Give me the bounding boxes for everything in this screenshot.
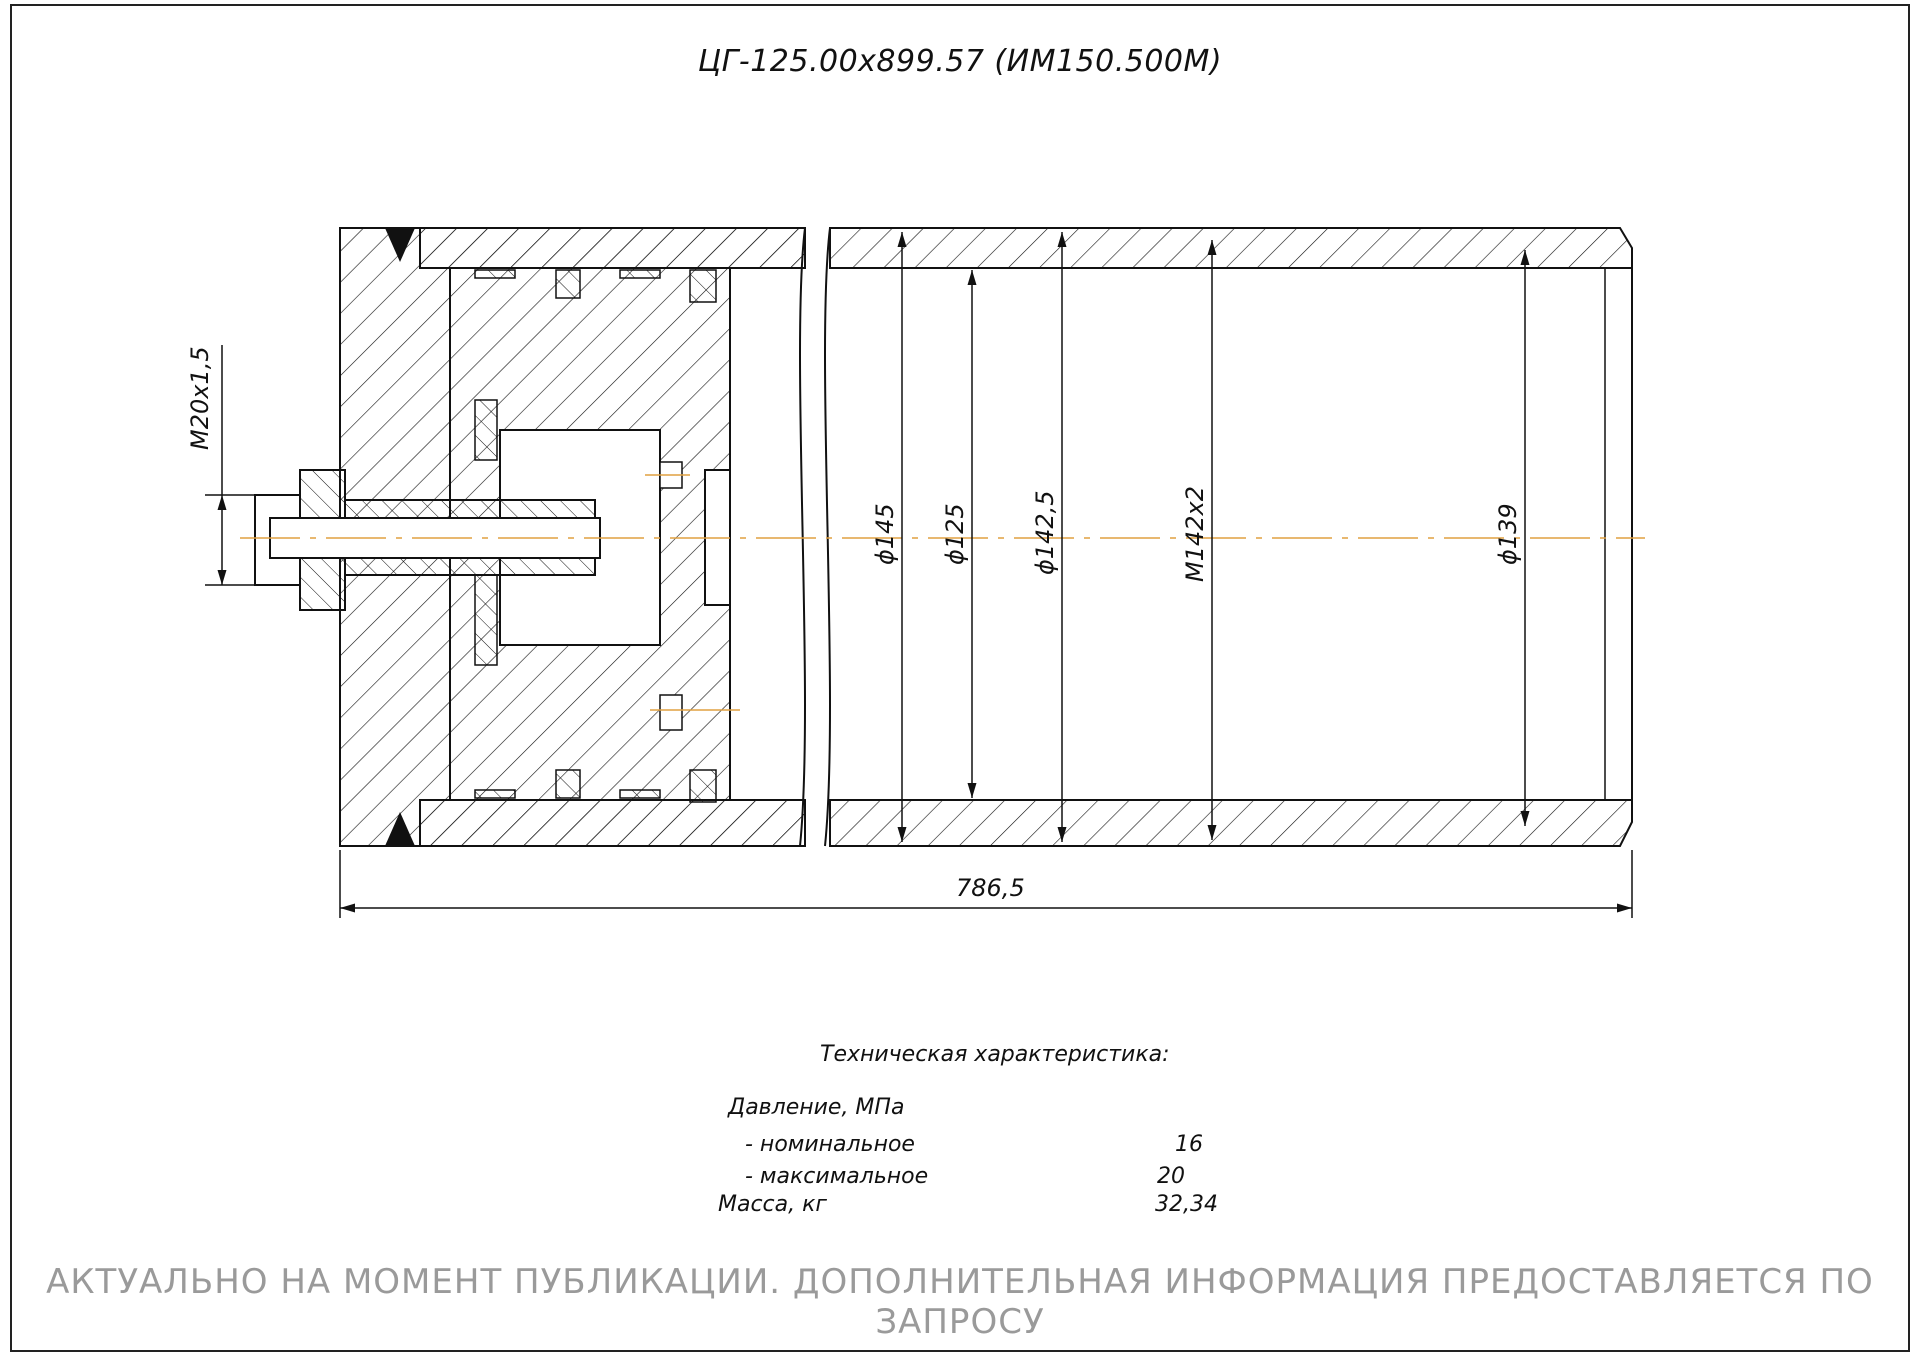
spec-mass-label: Масса, кг [718,1192,827,1217]
spec-nominal-value: 16 [1175,1132,1203,1157]
dim-m142: M142x2 [1181,486,1209,582]
dim-d139: ϕ139 [1494,503,1522,565]
spec-max-value: 20 [1157,1164,1185,1189]
port-thread-dimension [205,345,255,586]
spec-max-label: - максимальное [745,1164,929,1189]
tube-right [829,227,1633,847]
overall-length-dimension [339,850,1633,918]
publication-notice: АКТУАЛЬНО НА МОМЕНТ ПУБЛИКАЦИИ. ДОПОЛНИТ… [46,1262,1874,1342]
dim-overall-length: 786,5 [956,874,1025,902]
spec-heading: Техническая характеристика: [820,1042,1170,1067]
dim-port-thread: M20x1,5 [186,346,214,450]
drawing-title: ЦГ-125.00x899.57 (ИМ150.500М) [697,44,1223,79]
diameter-labels: ϕ145 ϕ125 ϕ142,5 M142x2 ϕ139 [871,486,1522,582]
weld-marks [385,228,415,846]
drawing-frame [10,4,1910,1352]
axis-lines [240,474,1645,711]
spec-pressure-label: Давление, МПа [728,1095,905,1120]
dim-d142: ϕ142,5 [1031,490,1059,575]
spec-mass-value: 32,34 [1155,1192,1218,1217]
dim-d125: ϕ125 [941,503,969,565]
diameter-dimensions [897,232,1530,842]
dim-d145: ϕ145 [871,503,899,565]
seals [474,269,717,803]
spec-nominal-label: - номинальное [745,1132,915,1157]
tube-left [419,227,806,847]
break-lines [799,227,831,847]
